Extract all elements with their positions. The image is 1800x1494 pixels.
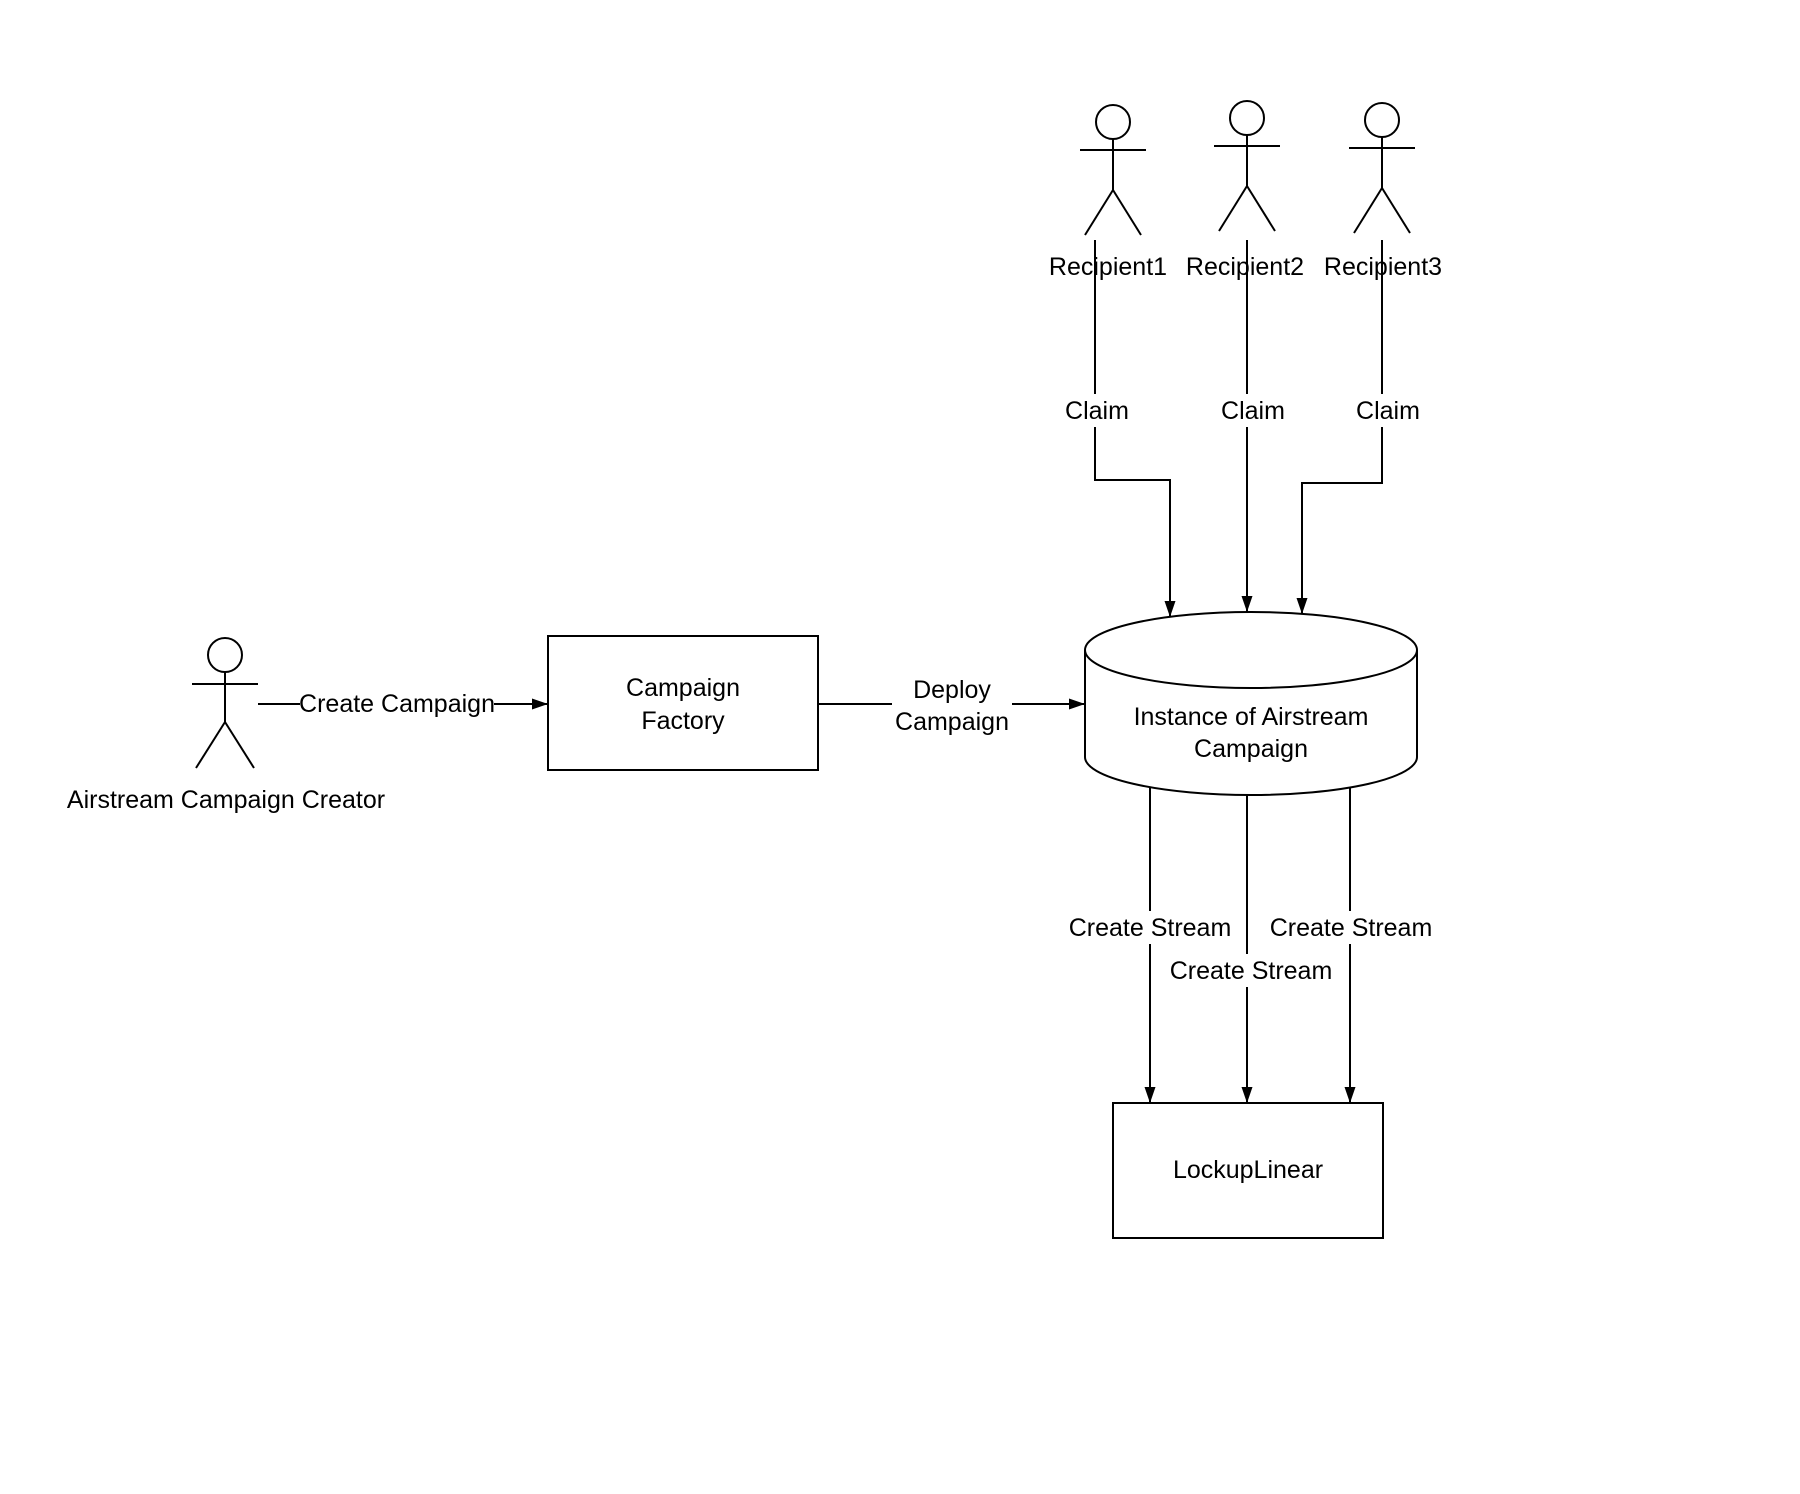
edge-label-create-stream-right: Create Stream <box>1269 911 1433 944</box>
campaign-instance-label-line1: Instance of Airstream <box>1134 703 1369 731</box>
create-stream-middle-label-bg <box>1169 954 1333 987</box>
claim2-label-bg <box>1218 394 1288 427</box>
actor-airstream-campaign-creator <box>192 637 258 769</box>
actor-recipient3 <box>1349 102 1415 234</box>
actor-recipient1 <box>1080 104 1146 236</box>
edge-label-create-stream-middle: Create Stream <box>1169 954 1333 987</box>
create-campaign-label-bg <box>300 687 494 720</box>
recipient1-label: Recipient1 <box>1049 253 1167 281</box>
campaign-factory-label-line1: Campaign <box>626 674 740 702</box>
recipient1-leg-left <box>1084 189 1114 236</box>
recipient2-leg-right <box>1246 185 1276 232</box>
edge-label-create-campaign: Create Campaign <box>299 687 495 720</box>
claim3-label-bg <box>1353 394 1423 427</box>
lockup-linear-box <box>1112 1102 1384 1239</box>
creator-leg-right <box>224 721 255 769</box>
edge-label-claim1: Claim <box>1062 394 1132 427</box>
recipient1-leg-right <box>1112 189 1142 236</box>
recipient3-leg-left <box>1353 187 1383 234</box>
deploy-campaign-label-line1: Deploy <box>913 676 991 704</box>
recipient2-head-icon <box>1229 100 1265 136</box>
claim1-label-bg <box>1062 394 1132 427</box>
deploy-campaign-label-line2: Campaign <box>895 708 1009 736</box>
edge-label-claim2: Claim <box>1218 394 1288 427</box>
recipient3-label: Recipient3 <box>1324 253 1442 281</box>
creator-head-icon <box>207 637 243 673</box>
campaign-instance-cylinder-top <box>1084 611 1418 689</box>
claim1-label: Claim <box>1065 397 1129 425</box>
recipient2-label: Recipient2 <box>1186 253 1304 281</box>
node-campaign-factory: Campaign Factory <box>547 635 819 771</box>
node-airstream-campaign-instance: Instance of Airstream Campaign <box>1084 611 1418 796</box>
campaign-instance-cylinder-body <box>1084 650 1418 796</box>
recipient2-leg-left <box>1218 185 1248 232</box>
edge-label-claim3: Claim <box>1353 394 1423 427</box>
create-stream-left-label: Create Stream <box>1069 914 1232 942</box>
node-lockup-linear: LockupLinear <box>1112 1102 1384 1239</box>
edge-claim-recipient3 <box>1296 240 1383 614</box>
create-stream-middle-label: Create Stream <box>1170 957 1333 985</box>
create-stream-left-label-bg <box>1068 911 1232 944</box>
creator-label: Airstream Campaign Creator <box>67 786 385 814</box>
campaign-instance-label-line2: Campaign <box>1194 735 1308 763</box>
edge-label-deploy-campaign: Deploy Campaign <box>892 672 1012 736</box>
edge-claim-recipient1 <box>1094 240 1176 617</box>
deploy-campaign-label-bg <box>892 672 1012 736</box>
create-stream-right-label: Create Stream <box>1270 914 1433 942</box>
campaign-factory-label-line2: Factory <box>641 707 725 735</box>
campaign-factory-box <box>547 635 819 771</box>
claim2-label: Claim <box>1221 397 1285 425</box>
claim3-label: Claim <box>1356 397 1420 425</box>
create-campaign-label: Create Campaign <box>299 690 495 718</box>
actor-recipient2 <box>1214 100 1280 232</box>
creator-leg-left <box>195 721 226 769</box>
recipient3-head-icon <box>1364 102 1400 138</box>
create-stream-right-label-bg <box>1269 911 1433 944</box>
recipient1-head-icon <box>1095 104 1131 140</box>
lockup-linear-label: LockupLinear <box>1173 1156 1323 1184</box>
edge-label-create-stream-left: Create Stream <box>1068 911 1232 944</box>
recipient3-leg-right <box>1381 187 1411 234</box>
